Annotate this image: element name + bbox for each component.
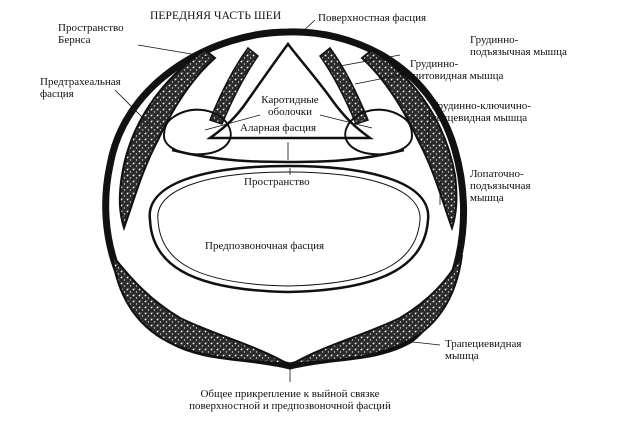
sternohyoid-left-shape <box>209 46 260 125</box>
label-prevertebral-fascia: Предпозвоночная фасция <box>205 240 325 252</box>
label-burns-space: Пространство Бернса <box>58 22 124 46</box>
label-superficial-fascia: Поверхностная фасция <box>318 12 427 24</box>
alar-fascia-line <box>171 148 405 164</box>
carotid-sheath-left-shape <box>162 108 232 156</box>
superficial-fascia-outline <box>102 28 468 370</box>
callout-lines <box>114 19 441 382</box>
label-sternocleidomastoid: Грудинно-ключично- сосцевидная мышца <box>432 100 531 124</box>
label-carotid-sheaths: Каротидные оболочки <box>261 94 319 118</box>
label-common-attachment: Общее прикрепление к выйной связке повер… <box>189 388 391 412</box>
prevertebral-fascia-outer <box>148 164 430 294</box>
label-sternothyroid: Грудинно- щитовидная мышца <box>410 58 504 82</box>
prevertebral-fascia-inner <box>157 171 421 287</box>
trapezius-left-shape <box>110 251 289 365</box>
label-sternohyoid: Грудинно- подъязычная мышца <box>470 34 567 58</box>
label-trapezius: Трапециевидная мышца <box>445 338 522 362</box>
sternocleidomastoid-right-shape <box>360 48 458 232</box>
trapezius-right-shape <box>291 254 463 365</box>
label-title: ПЕРЕДНЯЯ ЧАСТЬ ШЕИ <box>150 10 282 22</box>
label-space: Пространство <box>244 176 310 188</box>
label-pretracheal-fascia: Предтрахеальная фасция <box>40 76 121 100</box>
pretracheal-fascia-shape <box>206 41 374 140</box>
sternohyoid-right-shape <box>318 46 369 125</box>
label-alar-fascia: Аларная фасция <box>240 122 317 134</box>
sternocleidomastoid-left-shape <box>118 48 217 232</box>
label-omohyoid: Лопаточно- подъязычная мышца <box>470 168 531 204</box>
carotid-sheath-right-shape <box>344 108 414 156</box>
